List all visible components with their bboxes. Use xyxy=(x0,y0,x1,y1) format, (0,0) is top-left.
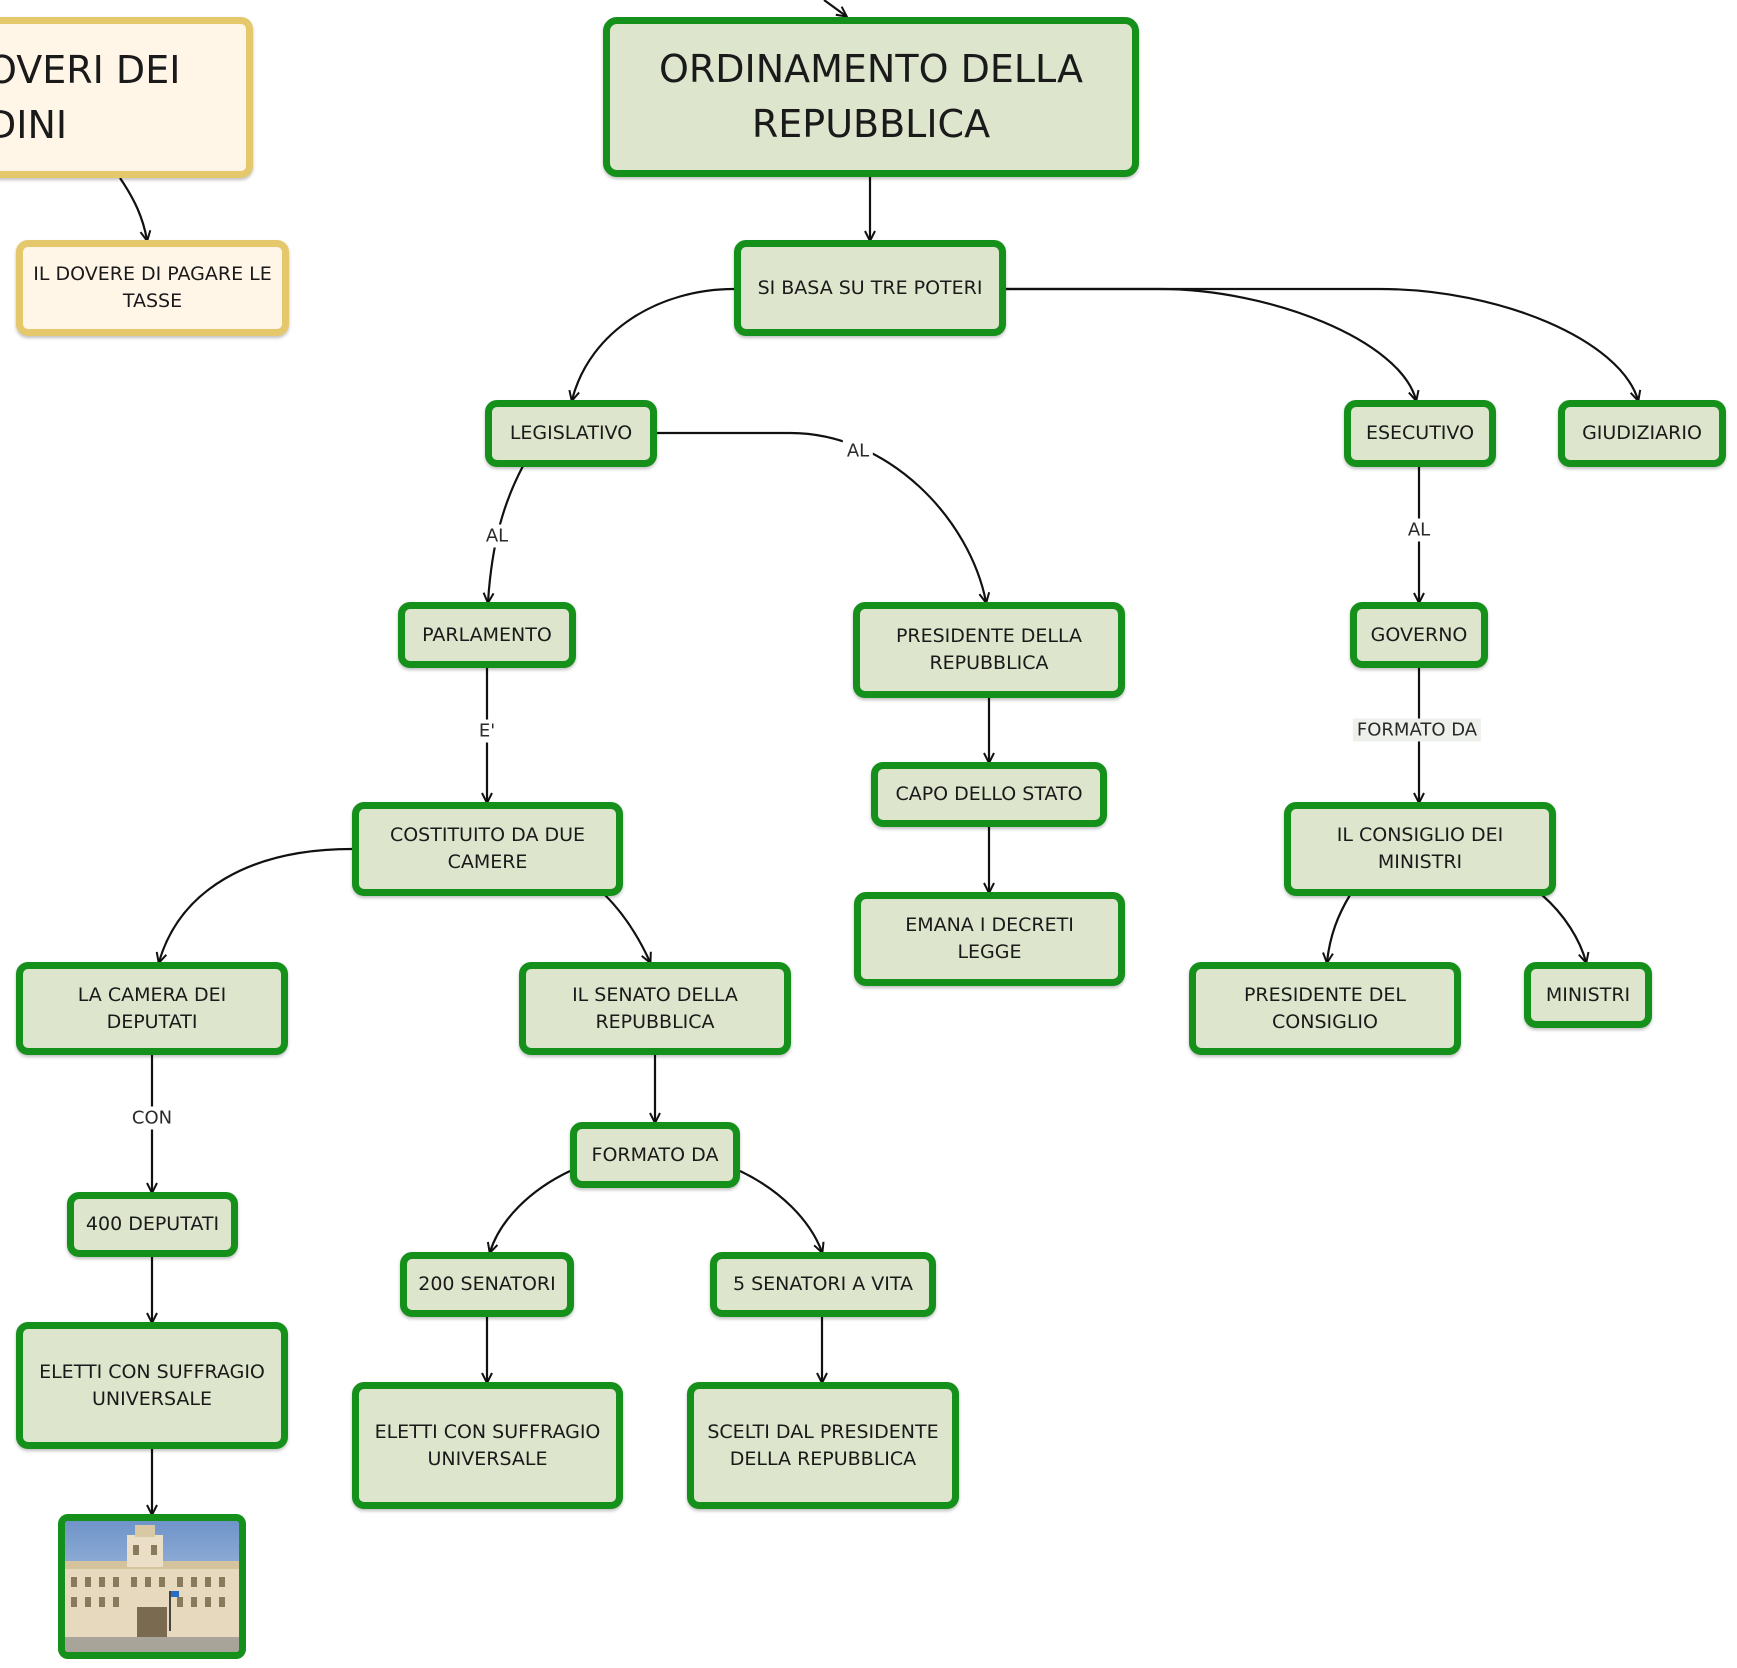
edge-legislativo-parlamento xyxy=(488,465,524,602)
node-5-senatori-a-vita[interactable]: 5 SENATORI A VITA xyxy=(710,1252,936,1317)
edge-consiglio-presidente xyxy=(1327,894,1351,962)
node-label: GIUDIZIARIO xyxy=(1582,422,1702,444)
node-tre-poteri[interactable]: SI BASA SU TRE POTERI xyxy=(734,240,1006,336)
node-senato-repubblica[interactable]: IL SENATO DELLA REPUBBLICA xyxy=(519,962,791,1055)
node-formato-da[interactable]: FORMATO DA xyxy=(570,1122,740,1188)
node-ministri[interactable]: MINISTRI xyxy=(1524,962,1652,1028)
node-400-deputati[interactable]: 400 DEPUTATI xyxy=(67,1192,238,1257)
edge-consiglio-ministri xyxy=(1541,894,1586,962)
edge-formato-vita xyxy=(739,1170,822,1252)
node-presidente-consiglio[interactable]: PRESIDENTE DEL CONSIGLIO xyxy=(1189,962,1461,1055)
node-label: IL DOVERE DI PAGARE LE TASSE xyxy=(33,263,272,312)
node-governo[interactable]: GOVERNO xyxy=(1350,602,1488,668)
node-parlamento[interactable]: PARLAMENTO xyxy=(398,602,576,668)
node-legislativo[interactable]: LEGISLATIVO xyxy=(485,400,657,467)
node-presidente-repubblica[interactable]: PRESIDENTE DELLA REPUBBLICA xyxy=(853,602,1125,698)
edge-legislativo-presidente xyxy=(656,431,986,602)
node-label: PARLAMENTO xyxy=(422,623,552,646)
node-scelti-presidente[interactable]: SCELTI DAL PRESIDENTE DELLA REPUBBLICA xyxy=(687,1382,959,1509)
node-label: CAPO DELLO STATO xyxy=(895,783,1083,805)
node-label: EMANA I DECRETI LEGGE xyxy=(905,914,1074,963)
node-label: LA CAMERA DEI DEPUTATI xyxy=(77,983,227,1033)
node-label: LEGISLATIVO xyxy=(509,422,633,444)
node-label: MINISTRI xyxy=(1545,983,1631,1006)
edge-label-al: AL xyxy=(481,524,513,548)
edge-poteri-esecutivo xyxy=(1005,287,1416,400)
edge-costituito-senato xyxy=(604,894,650,962)
edge-poteri-legislativo xyxy=(572,287,735,400)
node-label: GOVERNO xyxy=(1370,623,1468,646)
node-giudiziario[interactable]: GIUDIZIARIO xyxy=(1558,400,1726,467)
node-ordinamento-repubblica[interactable]: ORDINAMENTO DELLA REPUBBLICA xyxy=(603,17,1139,177)
node-label: IL SENATO DELLA REPUBBLICA xyxy=(572,983,738,1033)
node-label: FORMATO DA xyxy=(591,1143,719,1166)
edge-top-incoming xyxy=(823,0,846,16)
node-eletti-suffragio-camera[interactable]: ELETTI CON SUFFRAGIO UNIVERSALE xyxy=(16,1322,288,1449)
edge-doveri-tasse xyxy=(119,177,147,240)
node-label: ORDINAMENTO DELLA REPUBBLICA xyxy=(658,47,1084,146)
node-label: ELETTI CON SUFFRAGIO UNIVERSALE xyxy=(39,1360,265,1410)
node-label: PRESIDENTE DEL CONSIGLIO xyxy=(1243,983,1407,1033)
edge-poteri-giudiziario xyxy=(1005,287,1638,400)
edge-costituito-camera xyxy=(159,847,353,962)
edge-label-con: CON xyxy=(127,1106,177,1130)
node-costituito-due-camere[interactable]: COSTITUITO DA DUE CAMERE xyxy=(352,802,623,896)
edge-label-formato-da: FORMATO DA xyxy=(1352,718,1482,742)
node-label: COSTITUITO DA DUE CAMERE xyxy=(389,824,586,873)
edge-label-e: E' xyxy=(474,719,500,743)
node-consiglio-ministri[interactable]: IL CONSIGLIO DEI MINISTRI xyxy=(1284,802,1556,896)
node-label: 400 DEPUTATI xyxy=(85,1213,220,1235)
palazzo-montecitorio-photo[interactable] xyxy=(58,1514,246,1659)
building-picture-icon xyxy=(65,1521,239,1652)
node-esecutivo[interactable]: ESECUTIVO xyxy=(1344,400,1496,467)
node-label: ELETTI CON SUFFRAGIO UNIVERSALE xyxy=(374,1420,601,1470)
node-label: PRESIDENTE DELLA REPUBBLICA xyxy=(895,625,1083,674)
node-doveri-cittadini[interactable]: OVERI DEI DINI xyxy=(0,17,253,178)
node-label: ESECUTIVO xyxy=(1365,422,1475,444)
node-label: IL CONSIGLIO DEI MINISTRI xyxy=(1336,824,1504,873)
edge-label-al: AL xyxy=(1403,518,1435,542)
node-label: 200 SENATORI xyxy=(418,1273,556,1295)
node-camera-deputati[interactable]: LA CAMERA DEI DEPUTATI xyxy=(16,962,288,1055)
node-label: SI BASA SU TRE POTERI xyxy=(757,276,983,299)
node-capo-stato[interactable]: CAPO DELLO STATO xyxy=(871,762,1107,827)
node-label: 5 SENATORI A VITA xyxy=(732,1273,914,1295)
node-dovere-tasse[interactable]: IL DOVERE DI PAGARE LE TASSE xyxy=(16,240,289,336)
node-200-senatori[interactable]: 200 SENATORI xyxy=(400,1252,574,1317)
edge-formato-200 xyxy=(490,1170,571,1252)
node-label: OVERI DEI DINI xyxy=(0,47,181,147)
node-eletti-suffragio-senato[interactable]: ELETTI CON SUFFRAGIO UNIVERSALE xyxy=(352,1382,623,1509)
node-decreti-legge[interactable]: EMANA I DECRETI LEGGE xyxy=(854,892,1125,986)
edge-label-al: AL xyxy=(842,439,874,463)
node-label: SCELTI DAL PRESIDENTE DELLA REPUBBLICA xyxy=(707,1420,939,1470)
